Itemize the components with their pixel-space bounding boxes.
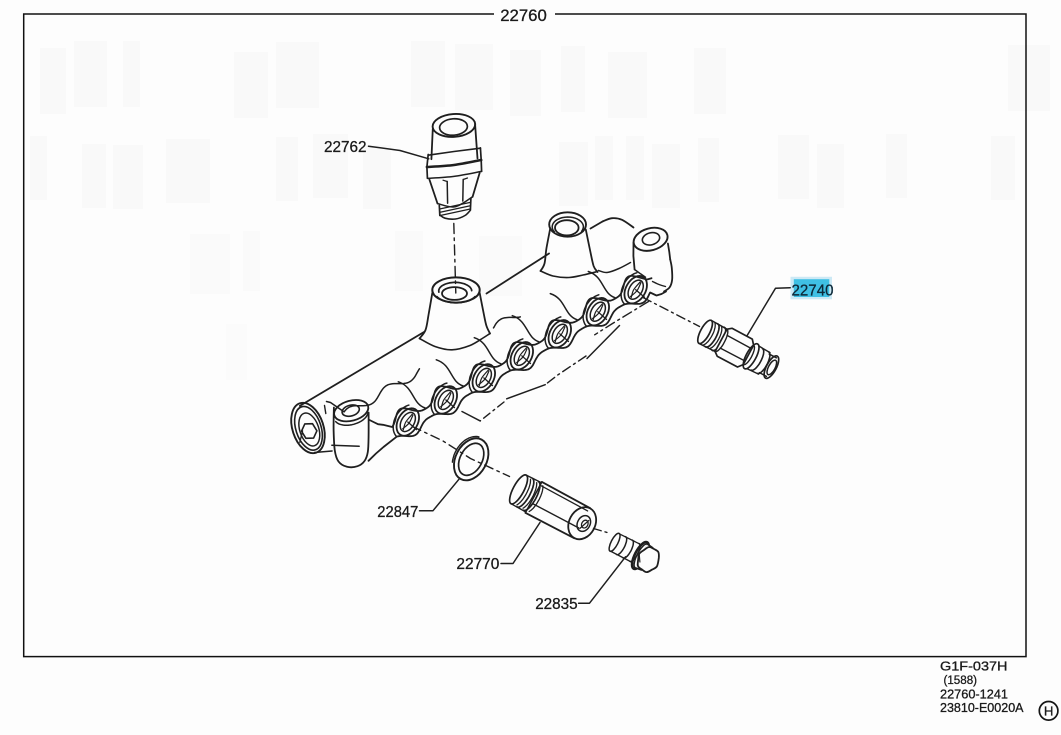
svg-text:22835: 22835 — [535, 596, 578, 613]
svg-text:22770: 22770 — [456, 556, 499, 573]
svg-text:G1F-037H: G1F-037H — [940, 660, 1008, 674]
svg-text:22760-1241: 22760-1241 — [940, 688, 1008, 702]
svg-text:H: H — [1044, 704, 1054, 719]
svg-text:23810-E0020A: 23810-E0020A — [940, 700, 1024, 715]
svg-text:22760: 22760 — [500, 7, 547, 25]
svg-text:(1588): (1588) — [944, 673, 978, 687]
svg-text:22740: 22740 — [792, 282, 834, 299]
svg-text:22762: 22762 — [324, 139, 367, 156]
svg-text:22847: 22847 — [377, 504, 418, 521]
